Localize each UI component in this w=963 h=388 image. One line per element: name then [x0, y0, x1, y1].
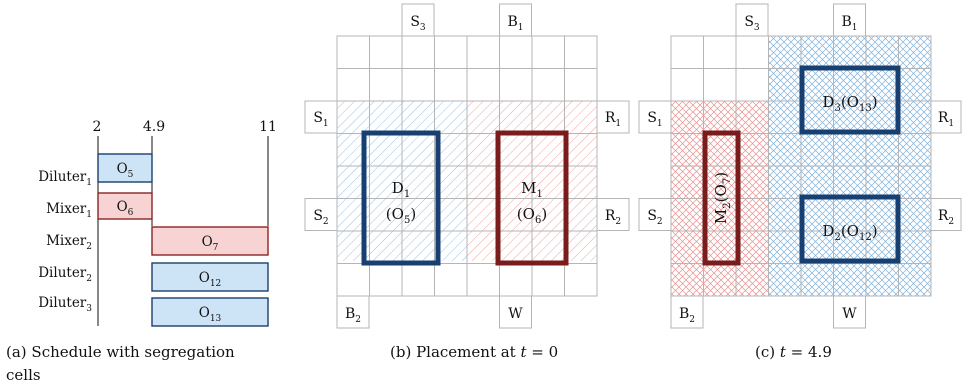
operation-label: O5	[117, 161, 134, 180]
svg-text:R1: R1	[605, 110, 621, 129]
operation-bar	[97, 153, 153, 183]
svg-text:S3: S3	[410, 14, 426, 33]
resource-label: Mixer1	[46, 201, 92, 220]
port-s1: S1	[304, 100, 338, 134]
module-d2: D2(O12)	[799, 194, 901, 264]
caption-a-line1: (a) Schedule with segregation	[6, 343, 235, 361]
svg-text:B2: B2	[679, 306, 695, 325]
port-s2: S2	[638, 198, 672, 231]
tick-label-11: 11	[259, 119, 277, 135]
svg-text:B2: B2	[345, 306, 361, 325]
operation-label: O13	[199, 305, 222, 324]
caption-b: (b) Placement at t = 0	[390, 343, 558, 361]
placement-b-panel: S3 B1 S1 R1 S2 R2 B2 W	[304, 3, 630, 361]
svg-text:(O6): (O6)	[517, 205, 547, 226]
port-b2: B2	[670, 295, 704, 329]
svg-text:(O5): (O5)	[386, 205, 416, 226]
svg-text:S3: S3	[744, 14, 760, 33]
placement-c-panel: S3 B1 S1 R1 S2 R2 B2 W	[638, 3, 962, 361]
port-r2: R2	[596, 198, 630, 231]
tick-label-4.9: 4.9	[143, 119, 165, 135]
module-d3: D3(O13)	[799, 65, 901, 135]
svg-text:B1: B1	[507, 14, 523, 33]
port-r1: R1	[930, 100, 962, 134]
operation-label: O6	[117, 199, 134, 218]
svg-text:S2: S2	[647, 208, 662, 227]
resource-label: Diluter2	[38, 265, 92, 284]
port-w: W	[499, 295, 532, 329]
operation-label: O12	[199, 270, 222, 289]
svg-text:D2(O12): D2(O12)	[822, 222, 877, 243]
operation-bar	[151, 226, 269, 256]
port-b1: B1	[833, 3, 866, 37]
port-w: W	[833, 295, 866, 329]
svg-text:D3(O13): D3(O13)	[822, 93, 877, 114]
resource-label: Mixer2	[46, 233, 92, 252]
resource-label: Diluter3	[38, 295, 92, 314]
port-s3: S3	[735, 3, 769, 37]
port-s2: S2	[304, 198, 338, 231]
svg-text:S1: S1	[313, 110, 328, 129]
svg-text:R1: R1	[938, 110, 954, 129]
port-b2: B2	[336, 295, 370, 329]
svg-text:D1: D1	[392, 179, 410, 200]
operation-bar	[97, 192, 153, 220]
port-b1: B1	[499, 3, 532, 37]
caption-c: (c) t = 4.9	[755, 343, 832, 361]
port-s3: S3	[401, 3, 435, 37]
svg-text:R2: R2	[605, 208, 621, 227]
operation-bar	[151, 297, 269, 327]
svg-text:M2(O7): M2(O7)	[712, 172, 733, 224]
caption-a-line2: cells	[6, 366, 41, 384]
svg-text:R2: R2	[938, 208, 954, 227]
port-s1: S1	[638, 100, 672, 134]
operation-label: O7	[202, 234, 219, 253]
port-r2: R2	[930, 198, 962, 231]
svg-text:W: W	[508, 306, 523, 322]
svg-text:S2: S2	[313, 208, 328, 227]
svg-text:W: W	[842, 306, 857, 322]
svg-text:B1: B1	[841, 14, 857, 33]
module-m2: M2(O7)	[702, 130, 741, 266]
port-r1: R1	[596, 100, 630, 134]
schedule-panel: 2 4.9 11 Diluter1 O5 Mixer1 O6 Mixer2 O7…	[6, 119, 277, 384]
electrode-grid	[336, 35, 598, 297]
tick-label-2: 2	[93, 119, 102, 135]
module-d1: D1 (O5)	[361, 130, 441, 266]
module-m1: M1 (O6)	[495, 130, 569, 266]
svg-text:S1: S1	[647, 110, 662, 129]
operation-bar	[151, 262, 269, 292]
resource-label: Diluter1	[38, 169, 92, 188]
svg-text:M1: M1	[521, 179, 543, 200]
